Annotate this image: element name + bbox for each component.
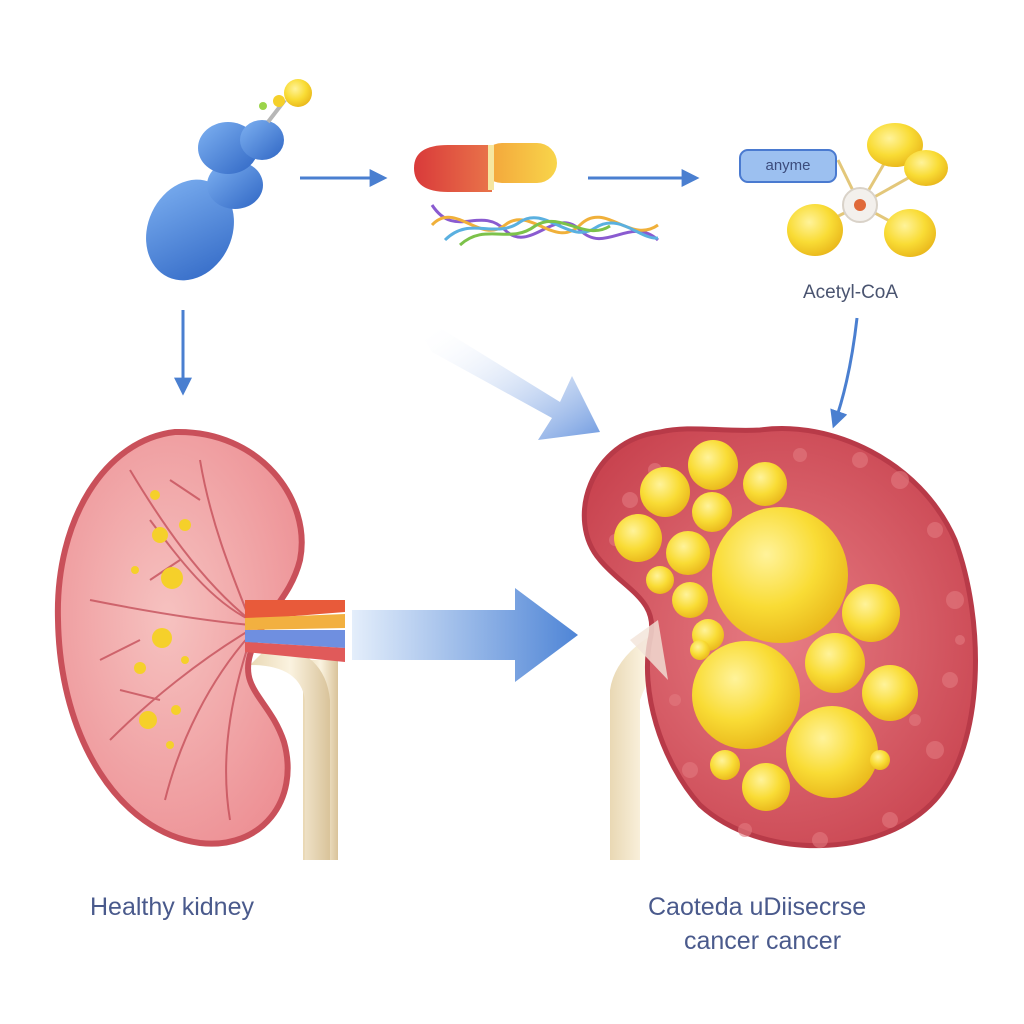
acetyl-coa-cluster-icon	[787, 123, 948, 257]
healthy-kidney-label: Healthy kidney	[90, 893, 254, 921]
arrow-acetyl-coa-to-tumor	[830, 317, 859, 429]
diseased-kidney-label-line1: Caoteda uDiisecrse	[648, 893, 867, 921]
protein-molecule-icon	[146, 79, 312, 281]
enzyme-pill	[739, 149, 837, 183]
diseased-kidney-illustration	[581, 426, 978, 860]
healthy-kidney-illustration	[54, 428, 345, 860]
enzyme-label: anyme	[765, 157, 811, 174]
diseased-kidney-label-line2: cancer cancer	[684, 927, 842, 955]
acetyl-coa-label: Acetyl-CoA	[803, 282, 899, 303]
fatty-acid-capsule-icon	[414, 143, 557, 192]
progression-arrow	[352, 588, 578, 682]
dna-strand-icon	[430, 204, 659, 247]
diagonal-flow-arrow	[425, 328, 600, 440]
